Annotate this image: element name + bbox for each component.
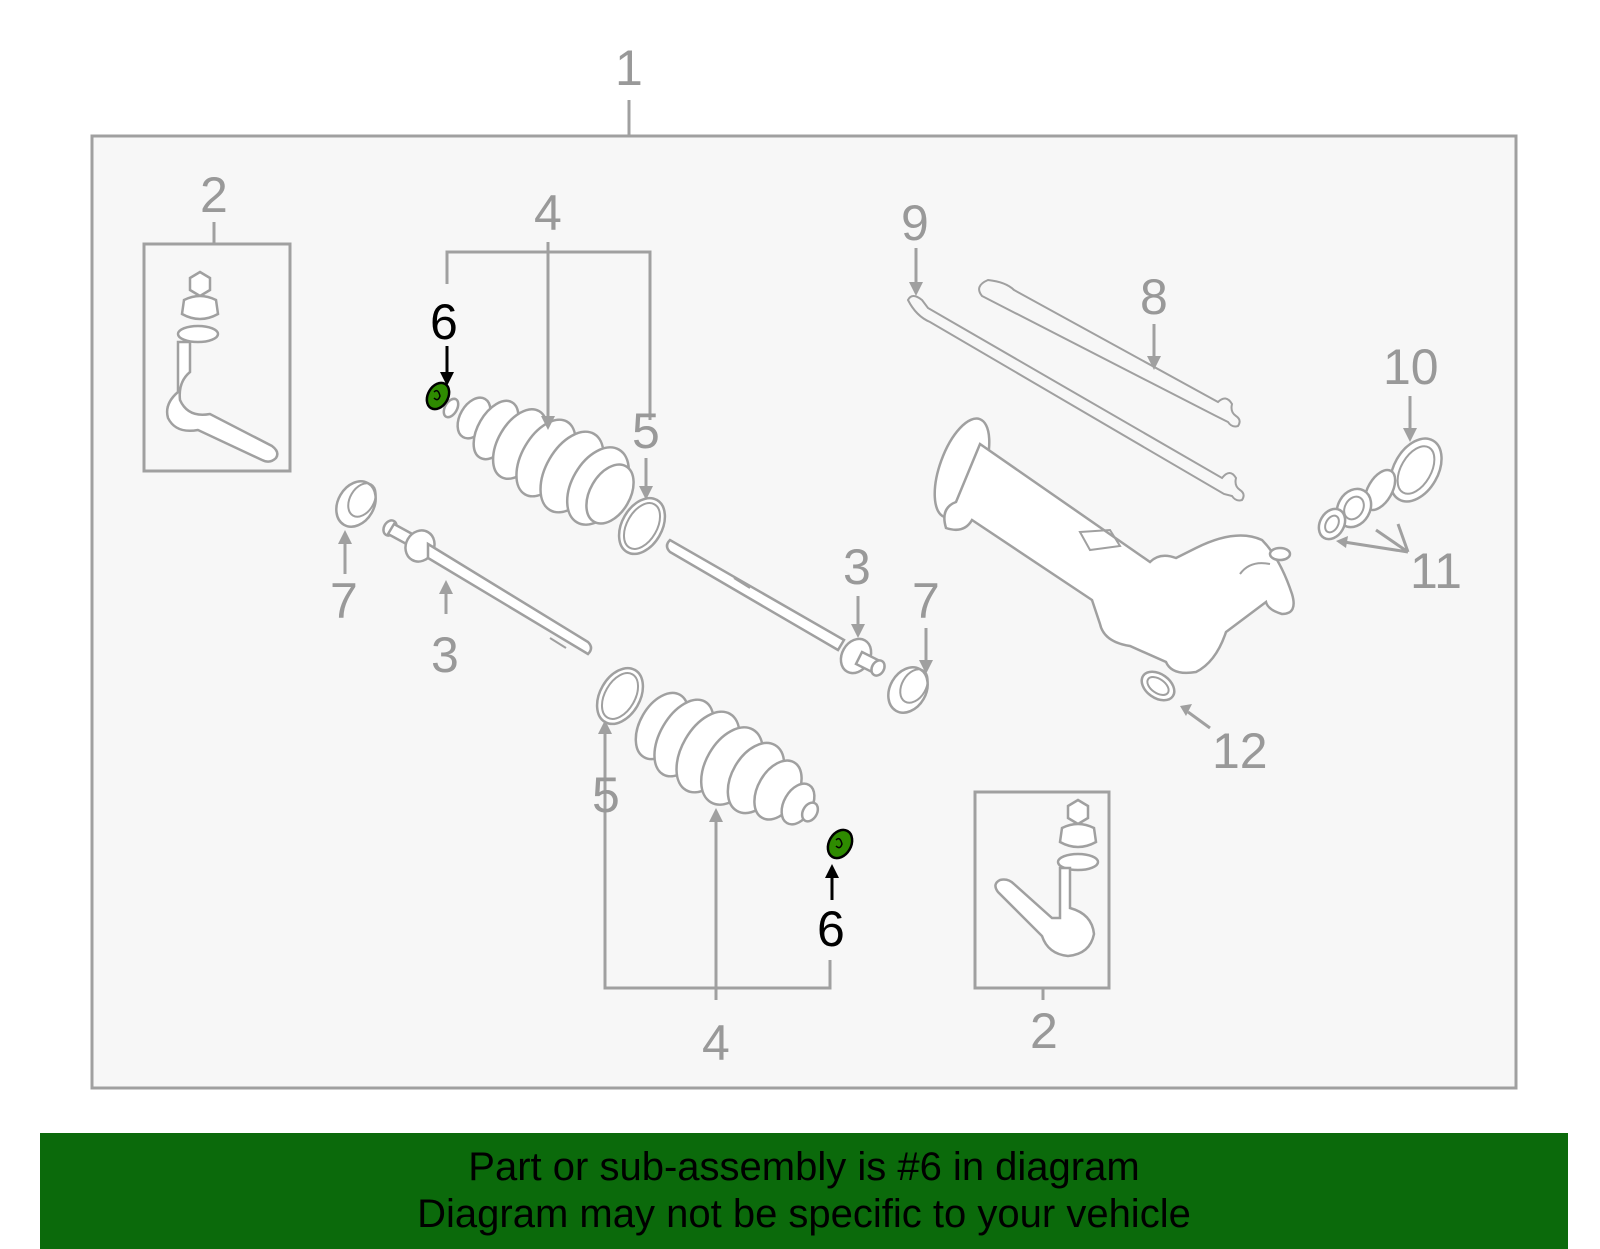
boot-lower[interactable]	[625, 684, 821, 830]
jam-nut-right[interactable]	[880, 660, 935, 720]
callout-3-upper: 3	[843, 539, 871, 595]
callout-6-lower: 6	[817, 901, 845, 957]
callout-4-upper: 4	[534, 185, 562, 241]
banner-line-2: Diagram may not be specific to your vehi…	[417, 1192, 1191, 1236]
callout-9: 9	[901, 195, 929, 251]
clamp-upper[interactable]	[610, 490, 675, 562]
boot-clamp-upper-highlight[interactable]	[422, 379, 453, 413]
callout-7-left: 7	[330, 573, 358, 629]
line-9[interactable]	[906, 295, 1245, 502]
rack-housing[interactable]	[924, 412, 1295, 675]
callout-7-right: 7	[912, 573, 940, 629]
seals-11[interactable]	[1314, 465, 1402, 544]
callout-2-left: 2	[200, 167, 228, 223]
jam-nut-left[interactable]	[328, 474, 383, 534]
callout-5-lower: 5	[592, 767, 620, 823]
inner-tie-rod-lower[interactable]	[381, 518, 593, 656]
callout-11: 11	[1410, 543, 1462, 599]
callout-12: 12	[1212, 723, 1268, 779]
seal-10[interactable]	[1380, 430, 1452, 511]
callout-4-lower: 4	[702, 1015, 730, 1071]
callout-6-upper: 6	[430, 294, 458, 350]
line-8[interactable]	[978, 278, 1241, 428]
boot-upper[interactable]	[441, 392, 644, 535]
assembly-frame	[90, 134, 1518, 1090]
inner-tie-rod-upper[interactable]	[665, 538, 887, 679]
callout-3-lower: 3	[431, 627, 459, 683]
info-banner: Part or sub-assembly is #6 in diagram Di…	[40, 1133, 1568, 1249]
tie-rod-end-right[interactable]	[973, 790, 1111, 990]
callout-1: 1	[615, 40, 643, 96]
boot-clamp-lower-highlight[interactable]	[823, 826, 857, 863]
callout-2-right: 2	[1030, 1003, 1058, 1059]
callout-8: 8	[1140, 269, 1168, 325]
banner-line-1: Part or sub-assembly is #6 in diagram	[468, 1145, 1140, 1189]
callout-10: 10	[1383, 339, 1439, 395]
tie-rod-end-left[interactable]	[142, 242, 292, 473]
callout-5-upper: 5	[632, 403, 660, 459]
seal-12[interactable]	[1136, 666, 1179, 706]
